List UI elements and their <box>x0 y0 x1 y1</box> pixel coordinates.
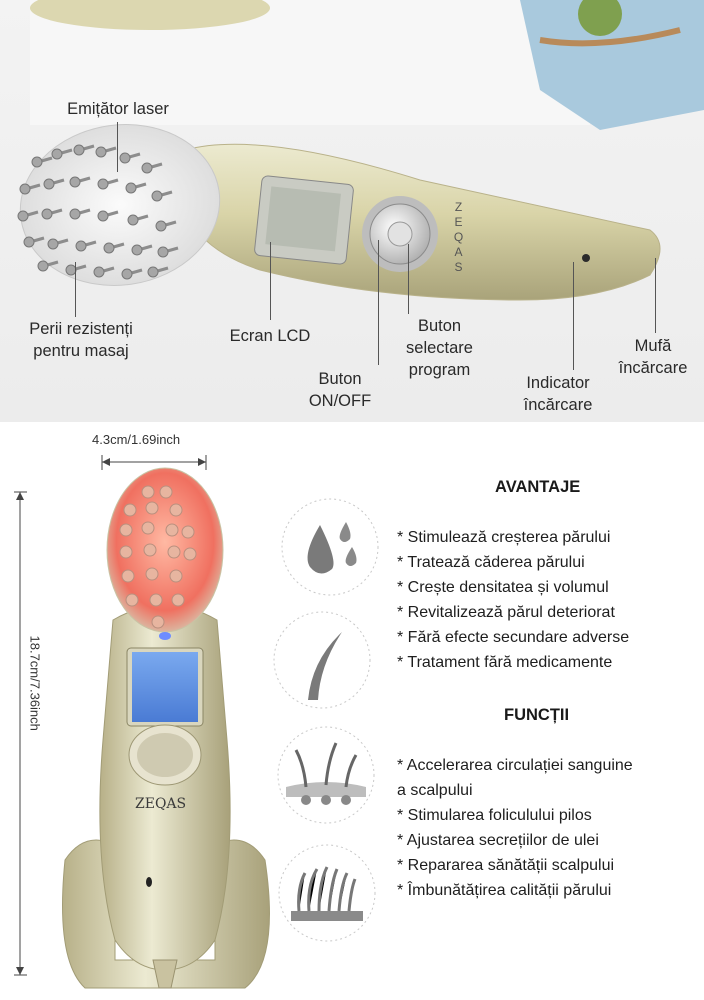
bristle <box>43 178 65 190</box>
bristle <box>37 260 59 272</box>
callout-charge-port: Mufă încărcare <box>618 337 688 377</box>
advantages-item: * Crește densitatea și volumul <box>397 579 609 596</box>
advantages-heading: AVANTAJE <box>495 478 581 496</box>
functions-item: * Repararea sănătății scalpului <box>397 857 615 874</box>
advantages-item: * Fără efecte secundare adverse <box>397 629 630 646</box>
bristle <box>69 208 91 220</box>
functions-item: * Îmbunătățirea calității părului <box>397 882 612 899</box>
bristle <box>127 214 149 226</box>
functions-list: * Accelerarea circulației sanguine a scal… <box>397 753 633 903</box>
functions-item: a scalpului <box>397 782 473 799</box>
advantages-item: * Revitalizează părul deteriorat <box>397 604 615 621</box>
leader-line-laser <box>117 122 118 172</box>
bristle <box>119 152 141 164</box>
advantages-item: * Stimulează creșterea părului <box>397 529 611 546</box>
bristle <box>75 240 97 252</box>
bristle <box>73 144 95 156</box>
bristle <box>103 242 125 254</box>
brand-letter: A <box>454 245 464 259</box>
bristle <box>141 162 163 174</box>
leader-line-program <box>408 244 409 314</box>
callout-on-off-button: Buton ON/OFF <box>308 370 372 410</box>
functions-item: * Ajustarea secrețiilor de ulei <box>397 832 599 849</box>
leader-line-onoff <box>378 240 379 365</box>
height-dimension-label: 18.7cm/7.36inch <box>27 635 43 731</box>
bristle <box>65 264 87 276</box>
bristle <box>41 208 63 220</box>
bristle <box>19 183 41 195</box>
callout-program-button: Buton selectare program <box>406 317 473 379</box>
hair-follicle-icon <box>277 726 375 824</box>
leader-line-lcd <box>270 242 271 320</box>
callout-massage-bristles: Perii rezistenți pentru masaj <box>29 320 133 360</box>
bristle <box>131 244 153 256</box>
leader-line-port <box>655 258 656 333</box>
width-dimension-label: 4.3cm/1.69inch <box>92 432 181 447</box>
bristle <box>155 220 177 232</box>
hair-strand-icon <box>273 611 371 709</box>
callout-laser-emitter: Emițător laser <box>67 100 169 118</box>
bristle <box>47 238 69 250</box>
advantages-item: * Tratează căderea părului <box>397 554 585 571</box>
bristle <box>31 156 53 168</box>
functions-item: * Accelerarea circulației sanguine <box>397 757 633 774</box>
leader-line-bristles <box>75 262 76 317</box>
brand-letter: E <box>454 215 464 229</box>
bristle <box>97 210 119 222</box>
brand-letter: S <box>454 260 464 274</box>
hair-comb-icon <box>278 844 376 942</box>
bristle <box>51 148 73 160</box>
bristle <box>93 266 115 278</box>
bristle <box>95 146 117 158</box>
bristle <box>151 190 173 202</box>
functions-heading: FUNCȚII <box>504 706 570 724</box>
bristle <box>157 246 179 258</box>
functions-item: * Stimularea foliculului pilos <box>397 807 592 824</box>
bristle <box>125 182 147 194</box>
bristle <box>97 178 119 190</box>
bristle <box>17 210 39 222</box>
bristle <box>23 236 45 248</box>
leader-line-indicator <box>573 262 574 370</box>
water-drops-icon <box>281 498 379 596</box>
device-front-view <box>62 467 270 989</box>
callout-charge-indicator: Indicator încărcare <box>523 374 593 414</box>
callout-lcd-screen: Ecran LCD <box>229 327 311 345</box>
brand-letter: Z <box>454 200 464 214</box>
bristle <box>121 268 143 280</box>
advantages-item: * Tratament fără medicamente <box>397 654 613 671</box>
brand-letter: Q <box>453 230 465 244</box>
device-front-brand: ZEQAS <box>135 796 187 812</box>
bristle <box>147 266 169 278</box>
bristle-group <box>17 144 179 280</box>
advantages-list: * Stimulează creșterea părului * Tratează… <box>397 525 629 675</box>
bristle <box>69 176 91 188</box>
device-side-view <box>19 0 704 301</box>
